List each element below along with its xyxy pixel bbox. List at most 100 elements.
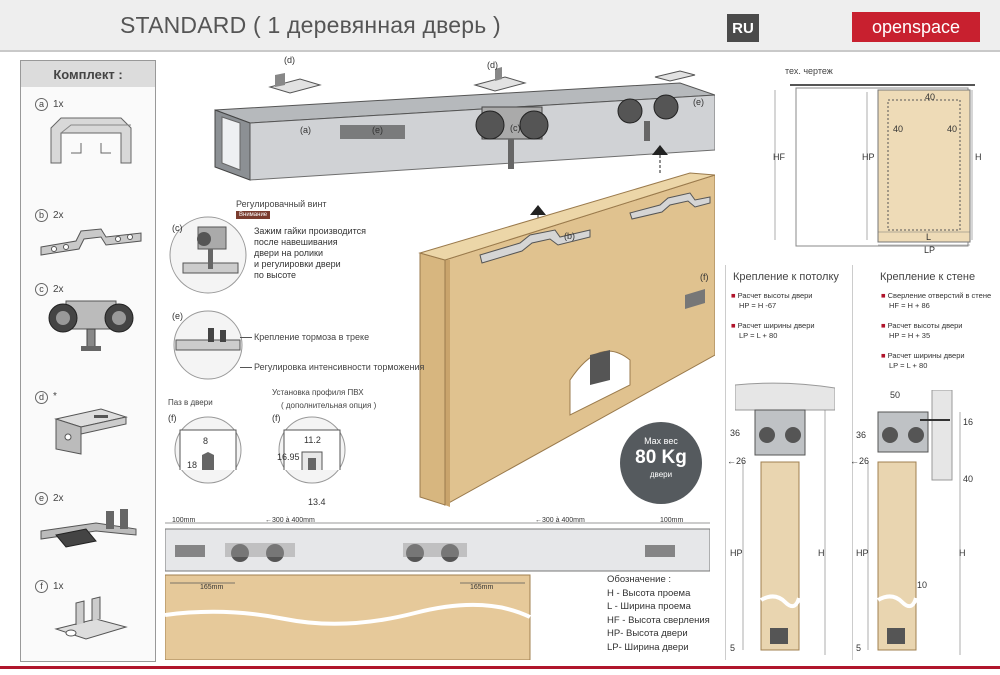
pvc-detail-circle — [278, 416, 346, 484]
wall-dim-50: 50 — [890, 390, 901, 400]
plan-door-left: 165mm — [200, 584, 224, 591]
weight-value: 80 Kg — [635, 447, 687, 468]
wall-calc-1: ■ Сверление отверстий в стене HF = H + 8… — [881, 291, 992, 310]
wall-dim-26: ←26 — [850, 456, 870, 466]
tech-label-hf: HF — [773, 152, 785, 162]
tech-label-l: L — [926, 232, 932, 242]
legend-item: LP- Ширина двери — [607, 641, 689, 653]
bottom-red-bar — [0, 666, 1000, 669]
adjust-title: Регулировачный винт — [236, 199, 327, 209]
wall-calc-label: Расчет высоты двери — [887, 321, 963, 330]
pvc-dim-13-4: 13.4 — [308, 497, 326, 507]
tech-label-h: H — [975, 152, 982, 162]
pvc-dim-11-2: 11.2 — [304, 435, 321, 445]
legend-item: HF - Высота сверления — [607, 614, 710, 626]
floor-guide-icon — [54, 596, 128, 640]
language-badge[interactable]: RU — [727, 14, 759, 42]
wall-dim-10: 10 — [917, 580, 928, 590]
wall-dim-h: H — [959, 548, 966, 558]
detail-e-circle — [173, 310, 243, 380]
groove-detail-circle — [174, 416, 242, 484]
groove-title: Паз в двери — [168, 398, 213, 407]
kit-letter-d: d — [35, 391, 48, 404]
wall-calc-label: Расчет ширины двери — [887, 351, 965, 360]
bracket-d-right — [654, 70, 696, 82]
weight-unit: двери — [649, 470, 673, 479]
wall-calc-3: ■ Расчет ширины двери LP = L + 80 — [881, 351, 965, 370]
warning-badge: Внимание — [236, 211, 271, 219]
kit-panel: Комплект : a 1x b 2x c 2x d * e 2x — [20, 60, 156, 662]
callout-c: (c) — [510, 123, 521, 133]
wall-calc-formula: LP = L + 80 — [889, 361, 928, 370]
tech-label-hp: HP — [862, 152, 875, 162]
tech-dim-40-top: 40 — [925, 92, 936, 102]
roller-carriage-icon — [48, 300, 134, 351]
ceiling-calc-label: Расчет высоты двери — [737, 291, 813, 300]
legend: Обозначение : H - Высота проема L - Шири… — [607, 573, 710, 654]
legend-title: Обозначение : — [607, 574, 672, 585]
tech-drawing — [774, 84, 975, 247]
leader-line — [240, 337, 252, 338]
roller-c-left — [475, 106, 549, 169]
legend-item: L - Ширина проема — [607, 601, 691, 612]
callout-c-detail: (c) — [172, 223, 183, 233]
kit-qty-b: 2x — [53, 210, 64, 221]
callout-f-pvc: (f) — [272, 413, 281, 423]
header-bar — [0, 0, 1000, 52]
legend-item: HP- Высота двери — [607, 628, 688, 639]
wall-dim-16: 16 — [963, 417, 974, 427]
callout-e-right: (e) — [693, 97, 704, 107]
plan-dim-mid-right: ←300 à 400mm — [535, 517, 585, 524]
plan-dim-right: 100mm — [660, 517, 684, 524]
kit-letter-e: e — [35, 492, 48, 505]
adjust-note-line: после навешивания — [254, 237, 338, 247]
kit-letter-f: f — [35, 580, 48, 593]
kit-qty-c: 2x — [53, 284, 64, 295]
ceiling-bracket-icon — [54, 408, 128, 455]
callout-f: (f) — [700, 272, 709, 282]
adjust-note-line: Зажим гайки производится — [254, 226, 366, 236]
leader-line — [240, 367, 252, 368]
callout-b: (b) — [564, 231, 575, 241]
ceiling-dim-26: ←26 — [727, 456, 747, 466]
ceiling-section-drawing — [735, 382, 835, 655]
ceiling-calc-formula: LP = L + 80 — [739, 331, 778, 340]
pvc-subtitle: ( дополнительная опция ) — [281, 401, 377, 410]
ceiling-title: Крепление к потолку — [733, 271, 839, 283]
tech-dim-40-right: 40 — [947, 124, 958, 134]
ceiling-dim-5: 5 — [730, 643, 736, 653]
kit-letter-a: a — [35, 98, 48, 111]
wall-calc-formula: HP = H + 35 — [889, 331, 931, 340]
wall-title: Крепление к стене — [880, 271, 976, 283]
wall-calc-formula: HF = H + 86 — [889, 301, 930, 310]
ceiling-calc-label: Расчет ширины двери — [737, 321, 815, 330]
kit-qty-a: 1x — [53, 99, 64, 110]
ceiling-dim-hp: HP — [730, 548, 743, 558]
stopper-icon — [40, 509, 137, 548]
divider — [852, 265, 853, 660]
max-weight-badge: Max вес 80 Kg двери — [620, 422, 702, 504]
callout-d-mid: (d) — [487, 60, 498, 70]
page-title: STANDARD ( 1 деревянная дверь ) — [120, 12, 501, 38]
legend-item: H - Высота проема — [607, 587, 691, 599]
ceiling-calc-2: ■ Расчет ширины двери LP = L + 80 — [731, 321, 815, 340]
wall-section-drawing — [867, 390, 961, 655]
detail-c-circle — [169, 216, 247, 294]
groove-dim-18: 18 — [187, 460, 198, 470]
ceiling-calc-formula: HP = H -67 — [739, 301, 777, 310]
kit-title: Комплект : — [21, 61, 155, 87]
tech-title: тех. чертеж — [785, 66, 833, 76]
callout-a: (a) — [300, 125, 311, 135]
adjust-note-line: и регулировки двери — [254, 259, 341, 269]
ceiling-calc-1: ■ Расчет высоты двери HP = H -67 — [731, 291, 813, 310]
logo-text: openspace — [852, 12, 980, 42]
tech-dim-40-left: 40 — [893, 124, 904, 134]
callout-d-left: (d) — [284, 55, 295, 65]
bracket-d-mid — [473, 67, 527, 92]
wall-dim-hp: HP — [856, 548, 869, 558]
brand-logo: openspace — [852, 12, 980, 42]
wall-calc-2: ■ Расчет высоты двери HP = H + 35 — [881, 321, 963, 340]
divider — [725, 265, 726, 660]
ceiling-dim-h: H — [818, 548, 825, 558]
pvc-dim-16-95: 16.95 — [277, 452, 300, 462]
